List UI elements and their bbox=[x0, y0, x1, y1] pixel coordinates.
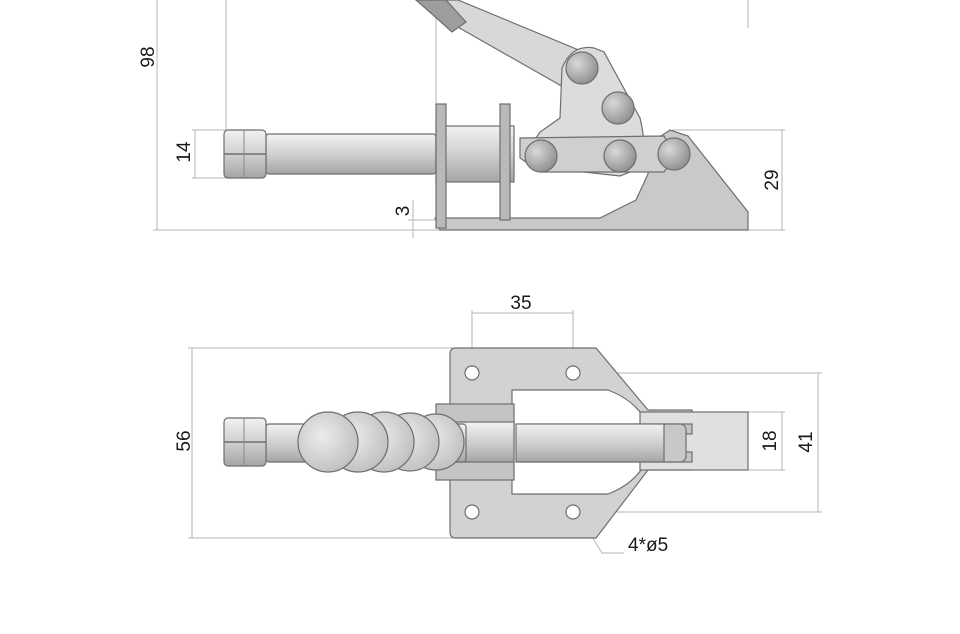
dim-hole-spacing: 35 bbox=[510, 293, 531, 314]
dim-base-width: 56 bbox=[174, 430, 195, 451]
handle-sweep bbox=[297, 411, 465, 473]
plunger-rod bbox=[223, 129, 437, 179]
dim-mounting-holes: 4*ø5 bbox=[628, 535, 668, 556]
dim-mount-width: 41 bbox=[796, 431, 817, 452]
dim-slot-width: 18 bbox=[760, 430, 781, 451]
side-view: 98 14 3 29 bbox=[138, 0, 785, 238]
dim-plunger-height: 14 bbox=[174, 141, 195, 163]
guide-housing bbox=[435, 103, 515, 229]
dim-base-thickness: 3 bbox=[393, 206, 414, 217]
top-view: 35 56 18 41 4*ø5 bbox=[174, 293, 822, 556]
dim-overall-height: 98 bbox=[138, 46, 159, 67]
pivot-pins bbox=[524, 51, 691, 173]
dim-pivot-height: 29 bbox=[762, 169, 783, 190]
mounting-holes bbox=[464, 365, 581, 520]
top-dimension-lines bbox=[188, 310, 822, 554]
clamp-arm bbox=[519, 135, 677, 173]
